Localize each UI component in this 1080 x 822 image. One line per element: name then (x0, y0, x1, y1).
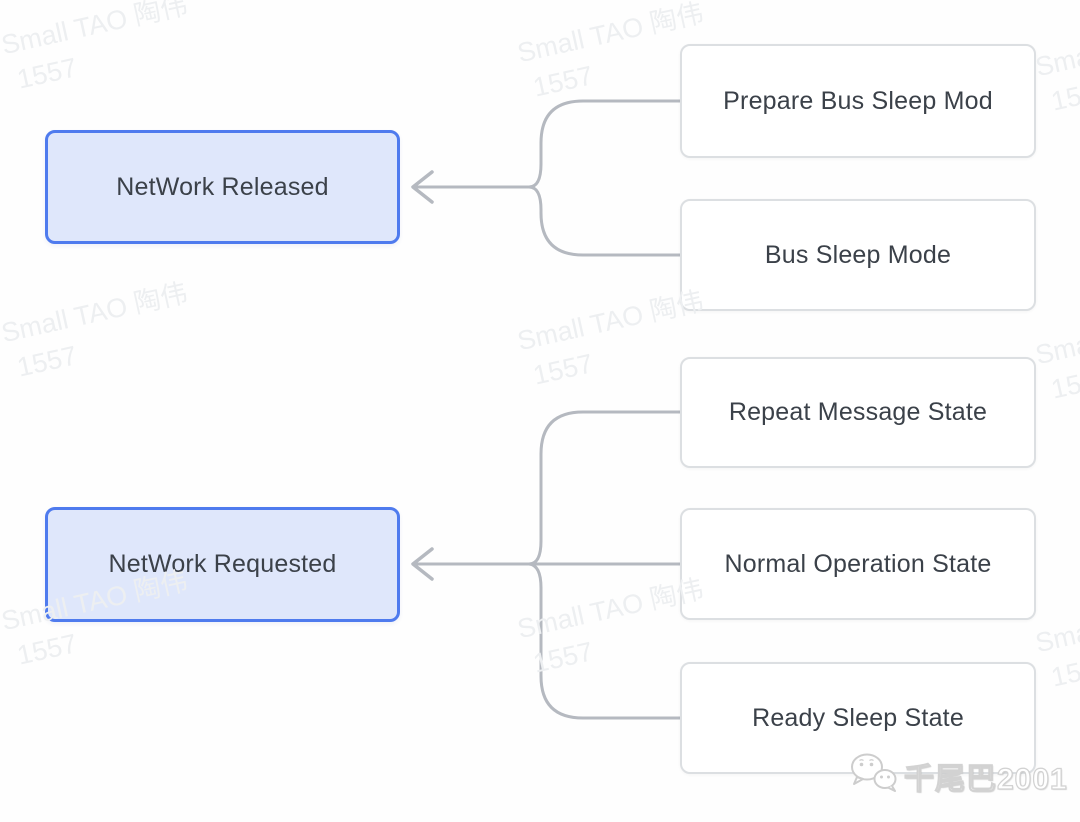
node-label: Repeat Message State (728, 398, 988, 426)
watermark: Small TAO 陶伟 1557 (1032, 585, 1080, 698)
node-label: NetWork Released (116, 172, 329, 201)
connector-released-branch-bottom (527, 185, 682, 257)
node-bus-sleep-mode[interactable]: Bus Sleep Mode (680, 199, 1036, 311)
node-network-released[interactable]: NetWork Released (45, 130, 400, 244)
watermark-line1: Small TAO 陶伟 (1032, 12, 1080, 83)
watermark-line1: Small TAO 陶伟 (0, 277, 191, 349)
watermark-line1: Small TAO 陶伟 (1032, 300, 1080, 371)
node-normal-operation-state[interactable]: Normal Operation State (680, 508, 1036, 620)
watermark-line1: Small TAO 陶伟 (0, 0, 191, 61)
connector-requested-branch-bottom (527, 562, 682, 720)
watermark-line2: 1557 (1048, 362, 1080, 405)
node-label: Ready Sleep State (752, 703, 964, 732)
node-ready-sleep-state[interactable]: Ready Sleep State (680, 662, 1036, 774)
watermark: Small TAO 陶伟 1557 (0, 0, 199, 100)
watermark: Small TAO 陶伟 1557 (1032, 9, 1080, 122)
watermark-line2: 1557 (14, 52, 80, 95)
connector-released-arrowhead (411, 170, 434, 204)
node-network-requested[interactable]: NetWork Requested (45, 507, 400, 622)
watermark-line2: 1557 (1048, 74, 1080, 117)
node-label: Bus Sleep Mode (764, 240, 952, 269)
connector-requested-branch-top (527, 410, 682, 566)
connector-requested-arrowhead (411, 547, 434, 581)
node-label: Normal Operation State (724, 549, 992, 578)
watermark: Small TAO 陶伟 1557 (0, 275, 199, 388)
node-label: NetWork Requested (108, 550, 337, 578)
watermark-line1: Small TAO 陶伟 (514, 0, 707, 69)
watermark-line2: 1557 (1048, 650, 1080, 693)
node-label: Prepare Bus Sleep Mod (723, 86, 993, 115)
watermark-line1: Small TAO 陶伟 (1032, 588, 1080, 659)
connector-released-branch-top (527, 99, 682, 189)
node-prepare-bus-sleep-mod[interactable]: Prepare Bus Sleep Mod (680, 44, 1036, 158)
node-repeat-message-state[interactable]: Repeat Message State (680, 357, 1036, 468)
watermark: Small TAO 陶伟 1557 (1032, 297, 1080, 410)
watermark-line1: Small TAO 陶伟 (514, 573, 707, 645)
watermark-line1: Small TAO 陶伟 (514, 285, 707, 357)
watermark-line2: 1557 (14, 340, 80, 383)
